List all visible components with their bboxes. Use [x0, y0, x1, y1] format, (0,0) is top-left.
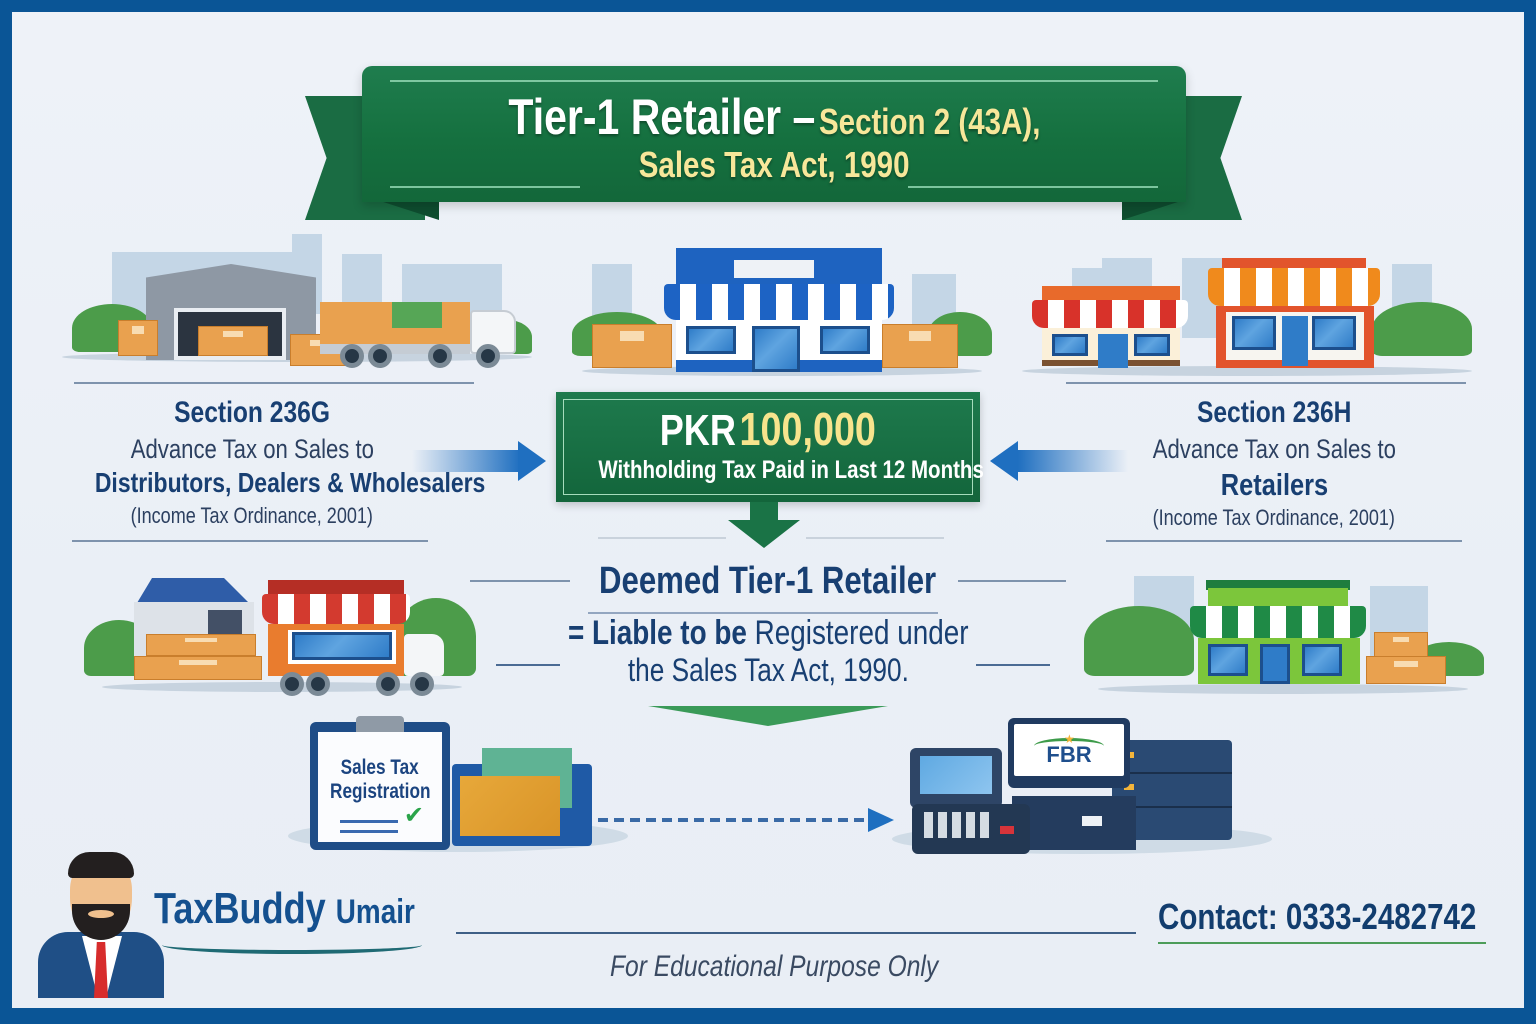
down-arrow-shaft — [750, 502, 778, 522]
retail-shops-illustration — [1012, 238, 1492, 378]
right-section-rule-bottom — [1106, 540, 1462, 542]
liable-line-2: the Sales Tax Act, 1990. — [627, 652, 909, 688]
infographic-canvas: Tier-1 Retailer – Section 2 (43A), Sales… — [12, 12, 1524, 1008]
clipboard-line-2: Registration — [329, 780, 431, 803]
section-236h-note: (Income Tax Ordinance, 2001) — [1152, 505, 1396, 530]
document-orange — [460, 776, 560, 836]
deemed-heading: Deemed Tier-1 Retailer — [599, 560, 937, 602]
fbr-logo: FBR — [1046, 742, 1092, 767]
green-storefront-illustration — [1074, 568, 1494, 698]
brand-swoosh — [162, 936, 422, 954]
dashed-connector — [598, 818, 868, 822]
threshold-box: PKR 100,000 Withholding Tax Paid in Last… — [556, 392, 984, 502]
section-236g-title: Section 236G — [174, 396, 330, 429]
section-236h-highlight: Retailers — [1220, 467, 1328, 502]
threshold-description: Withholding Tax Paid in Last 12 Months — [598, 456, 984, 484]
page-title: Tier-1 Retailer – — [507, 89, 815, 145]
clipboard-clip-icon — [356, 716, 404, 736]
section-236g-subtitle: Advance Tax on Sales to — [130, 434, 374, 464]
left-section-rule-top — [74, 382, 474, 384]
brand-logo: TaxBuddy Umair — [154, 884, 472, 934]
disclaimer: For Educational Purpose Only — [610, 950, 939, 983]
warehouse-truck-illustration — [62, 234, 532, 374]
brand-suffix: Umair — [335, 893, 415, 931]
section-236g-highlight: Distributors, Dealers & Wholesalers — [94, 467, 486, 498]
threshold-currency: PKR — [659, 406, 737, 455]
section-236g-note: (Income Tax Ordinance, 2001) — [130, 503, 374, 528]
avatar — [38, 852, 168, 998]
distribution-illustration — [72, 568, 492, 698]
down-arrow-icon — [728, 520, 800, 548]
checkmark-icon: ✔ — [403, 802, 424, 829]
clipboard-line-1: Sales Tax — [340, 756, 420, 779]
contact-underline — [1158, 942, 1486, 944]
title-banner: Tier-1 Retailer – Section 2 (43A), Sales… — [362, 66, 1186, 202]
dashed-arrow-head-icon — [868, 808, 894, 832]
arrow-right-icon — [518, 441, 546, 481]
banner-rule-top — [390, 80, 1158, 82]
sales-tax-registration-clipboard: Sales Tax Registration ✔ — [310, 716, 450, 850]
deemed-rule-left — [470, 580, 570, 582]
banner-rule-bottom-right — [908, 186, 1158, 188]
left-section-rule-bottom — [72, 540, 428, 542]
title-line-1: Tier-1 Retailer – Section 2 (43A), — [362, 88, 1186, 146]
deemed-rule-right — [958, 580, 1066, 582]
title-line-2: Sales Tax Act, 1990 — [362, 144, 1186, 186]
right-section-rule-top — [1066, 382, 1466, 384]
pos-keypad-icon — [912, 804, 1030, 854]
threshold-amount: 100,000 — [739, 403, 877, 455]
arrow-left-icon — [990, 441, 1018, 481]
banner-rule-bottom-left — [390, 186, 580, 188]
section-236h-block: Section 236H Advance Tax on Sales to Ret… — [1074, 396, 1474, 531]
contact-number: Contact: 0333-2482742 — [1158, 896, 1477, 937]
title-section: Section 2 (43A), — [818, 101, 1041, 142]
fbr-monitor-icon: FBR ★ — [1008, 718, 1130, 788]
arrow-right-shaft — [412, 450, 520, 472]
brand-name: TaxBuddy — [154, 884, 326, 933]
section-236h-subtitle: Advance Tax on Sales to — [1152, 434, 1396, 464]
liable-bold: = Liable to be — [567, 614, 747, 652]
pos-screen-icon — [910, 748, 1002, 808]
cpu-tower-icon — [1012, 796, 1136, 850]
blue-storefront-illustration — [572, 238, 992, 378]
section-236g-block: Section 236G Advance Tax on Sales to Dis… — [52, 396, 485, 529]
arrow-left-shaft — [1018, 450, 1128, 472]
section-236h-title: Section 236H — [1196, 396, 1352, 429]
chevron-down-icon — [648, 706, 888, 726]
deemed-underline — [588, 612, 938, 614]
title-act: Sales Tax Act, 1990 — [638, 144, 910, 185]
footer-rule — [456, 932, 1136, 934]
liable-rest: Registered under — [754, 614, 969, 652]
